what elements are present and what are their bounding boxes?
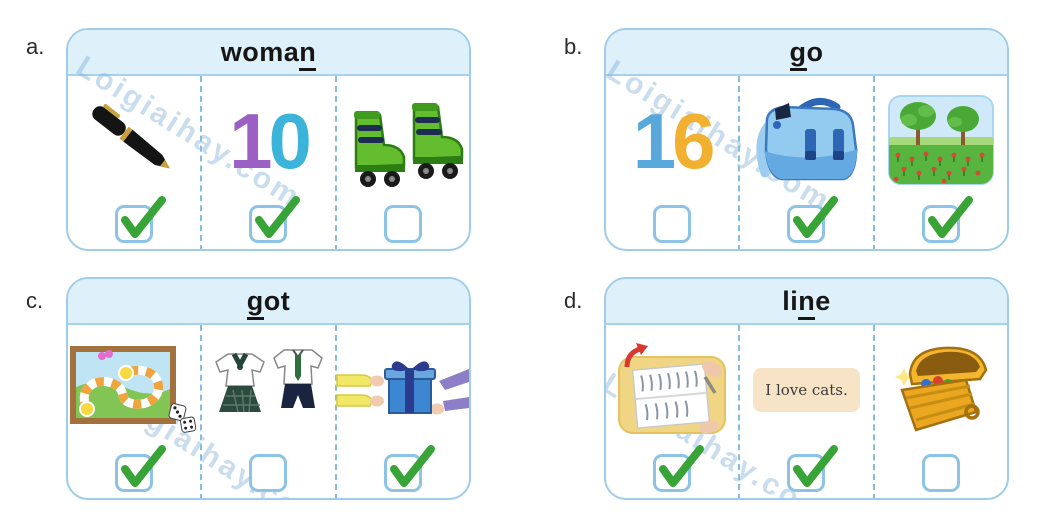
exercise-cell bbox=[872, 76, 1007, 249]
exercise-cell bbox=[334, 76, 469, 249]
garden-icon bbox=[875, 76, 1007, 205]
exercise-cell bbox=[200, 325, 334, 498]
exercise-cell bbox=[68, 76, 200, 249]
word-header-c: got bbox=[68, 279, 469, 325]
panel-label-c: c. bbox=[26, 288, 44, 313]
panel-label-d: d. bbox=[564, 288, 583, 313]
exercise-cell bbox=[68, 325, 200, 498]
exercise-cell: 10 bbox=[200, 76, 334, 249]
answer-checkbox[interactable] bbox=[383, 445, 435, 492]
panel-a: Loigiaihay.com woman bbox=[66, 28, 471, 251]
answer-checkbox[interactable] bbox=[249, 454, 288, 492]
roller-skates-icon bbox=[337, 76, 469, 205]
answer-checkbox[interactable] bbox=[787, 196, 839, 243]
answer-checkbox[interactable] bbox=[115, 445, 167, 492]
panel-b: Loigiaihay.com go 16 bbox=[604, 28, 1009, 251]
exercise-cell: 16 bbox=[606, 76, 738, 249]
answer-checkbox[interactable] bbox=[921, 454, 960, 492]
panel-c: Loigiaihay.com got bbox=[66, 277, 471, 500]
answer-checkbox[interactable] bbox=[787, 445, 839, 492]
board-game-icon bbox=[68, 325, 200, 454]
answer-checkbox[interactable] bbox=[653, 445, 705, 492]
exercise-cell bbox=[334, 325, 469, 498]
pen-icon bbox=[68, 76, 200, 205]
exercise-cell bbox=[606, 325, 738, 498]
school-uniforms-icon bbox=[202, 325, 334, 454]
answer-checkbox[interactable] bbox=[115, 196, 167, 243]
answer-checkbox[interactable] bbox=[383, 205, 422, 243]
panel-label-b: b. bbox=[564, 34, 583, 59]
sentence-card-icon: I love cats. bbox=[740, 325, 872, 454]
exercise-cell: I love cats. bbox=[738, 325, 872, 498]
word-header-b: go bbox=[606, 30, 1007, 76]
panel-label-a: a. bbox=[26, 34, 45, 59]
number-ten-icon: 10 bbox=[229, 96, 312, 185]
word-header-d: line bbox=[606, 279, 1007, 325]
answer-checkbox[interactable] bbox=[249, 196, 301, 243]
answer-checkbox[interactable] bbox=[921, 196, 973, 243]
school-bag-icon bbox=[740, 76, 872, 205]
handwriting-practice-icon bbox=[606, 325, 738, 454]
sentence-text: I love cats. bbox=[753, 367, 860, 412]
answer-checkbox[interactable] bbox=[653, 205, 692, 243]
exercise-cell bbox=[872, 325, 1007, 498]
panel-d: Loigiaihay.com line bbox=[604, 277, 1009, 500]
giving-gift-icon bbox=[336, 325, 469, 454]
number-sixteen-icon: 16 bbox=[632, 96, 716, 185]
treasure-chest-icon bbox=[875, 325, 1007, 454]
word-header-a: woman bbox=[68, 30, 469, 76]
exercise-cell bbox=[738, 76, 872, 249]
